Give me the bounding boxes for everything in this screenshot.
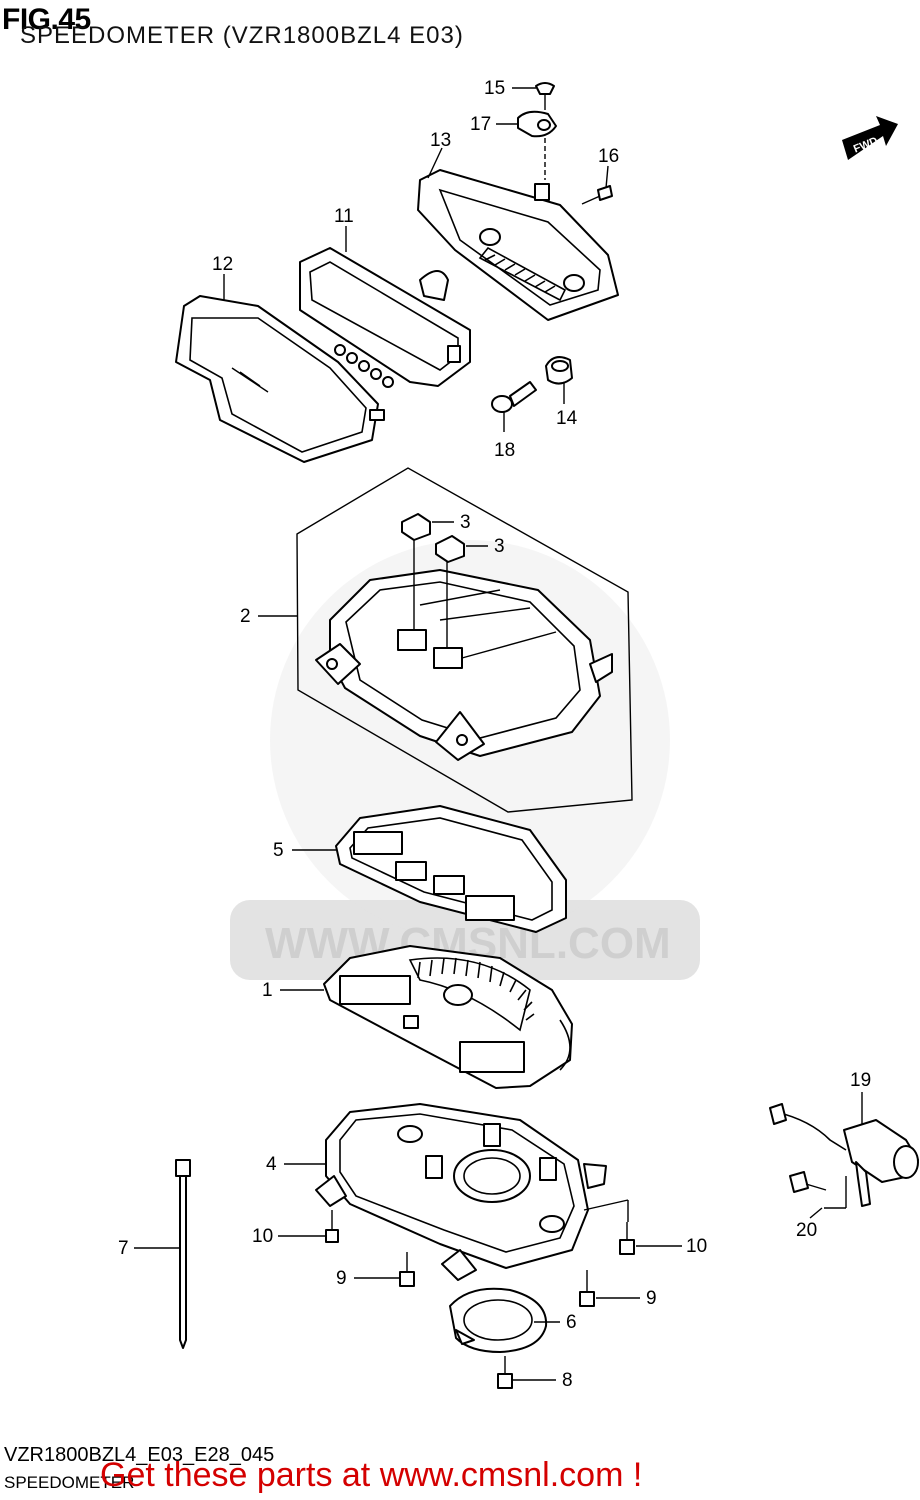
fwd-arrow-icon: FWD bbox=[842, 116, 898, 160]
callout-19: 19 bbox=[850, 1070, 871, 1091]
callout-13: 13 bbox=[430, 130, 451, 151]
shop-link-banner[interactable]: Get these parts at www.cmsnl.com ! bbox=[100, 1456, 643, 1494]
part-2-meter-case bbox=[315, 540, 613, 761]
part-12-cover bbox=[175, 295, 385, 463]
figure-subtitle: SPEEDOMETER (VZR1800BZL4 E03) bbox=[20, 22, 464, 49]
part-14-grommet bbox=[545, 356, 573, 385]
callout-7: 7 bbox=[118, 1238, 129, 1259]
part-20-screw bbox=[789, 1171, 847, 1209]
callout-labels: 1 2 3 3 4 5 6 7 8 9 9 10 10 11 12 13 14 … bbox=[118, 78, 871, 1391]
part-15-screw bbox=[535, 82, 555, 118]
callout-12: 12 bbox=[212, 254, 233, 275]
callout-1: 1 bbox=[262, 980, 273, 1001]
diagram-name: SPEEDOMETER bbox=[4, 1473, 135, 1492]
part-8-screw bbox=[497, 1356, 513, 1389]
part-13-bracket bbox=[417, 169, 619, 321]
part-6-ring bbox=[449, 1287, 548, 1353]
callout-18: 18 bbox=[494, 440, 515, 461]
part-19-sensor bbox=[769, 1103, 919, 1207]
callout-14: 14 bbox=[556, 408, 578, 429]
part-3-cap-lower bbox=[435, 535, 465, 563]
part-11-housing bbox=[299, 247, 471, 388]
diagram-code: VZR1800BZL4_E03_E28_045 bbox=[4, 1444, 275, 1466]
part-18-bolt bbox=[491, 381, 537, 413]
callout-9-right: 9 bbox=[646, 1288, 657, 1309]
part-4-lower-case bbox=[315, 1103, 629, 1281]
figure-number: FIG.45 bbox=[2, 3, 91, 36]
part-17-clamp bbox=[517, 110, 557, 180]
callout-3-lower: 3 bbox=[494, 536, 505, 557]
part-5-gasket bbox=[335, 805, 567, 933]
part-10-screw-left bbox=[325, 1210, 339, 1243]
callout-11: 11 bbox=[334, 206, 354, 227]
part-16-screw bbox=[581, 185, 613, 205]
callout-17: 17 bbox=[470, 114, 491, 135]
callout-8: 8 bbox=[562, 1370, 573, 1391]
part-9-screw-right bbox=[579, 1270, 595, 1307]
part-1-circuit-board bbox=[323, 945, 573, 1089]
callout-10-right: 10 bbox=[686, 1236, 707, 1257]
callout-4: 4 bbox=[266, 1154, 277, 1175]
callout-3-upper: 3 bbox=[460, 512, 471, 533]
part-10-screw-right bbox=[619, 1222, 635, 1255]
callout-10-left: 10 bbox=[252, 1226, 273, 1247]
callout-6: 6 bbox=[566, 1312, 577, 1333]
leader-lines bbox=[134, 87, 863, 1381]
part-7-cable-tie bbox=[175, 1159, 191, 1349]
callout-2: 2 bbox=[240, 606, 251, 627]
callout-15: 15 bbox=[484, 78, 505, 99]
callout-20: 20 bbox=[796, 1220, 817, 1241]
callout-16: 16 bbox=[598, 146, 619, 167]
callout-5: 5 bbox=[273, 840, 284, 861]
part-9-screw-left bbox=[399, 1252, 415, 1287]
part-3-cap-upper bbox=[401, 513, 431, 541]
part-2-group-box bbox=[296, 467, 633, 813]
callout-9-left: 9 bbox=[336, 1268, 347, 1289]
